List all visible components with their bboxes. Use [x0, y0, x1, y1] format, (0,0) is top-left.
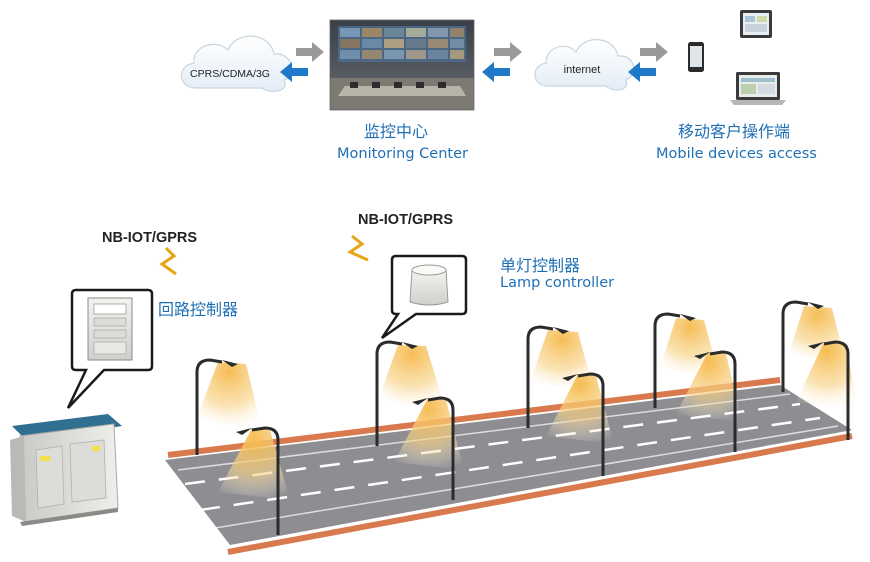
street-lamp: [394, 396, 464, 500]
street-lamp: [546, 372, 614, 476]
substation-kiosk-icon: [10, 414, 122, 526]
street-lamp: [375, 340, 446, 446]
loop-controller-label-cn: 回路控制器: [158, 300, 239, 319]
mobile-access-label-en: Mobile devices access: [656, 146, 817, 162]
arrow-left-icon: [280, 62, 308, 82]
lamp-controller-protocol: NB-IOT/GPRS: [358, 212, 454, 228]
link-arrows-left: [280, 42, 324, 82]
monitoring-center-label-cn: 监控中心: [364, 122, 429, 141]
mobile-access-label-cn: 移动客户操作端: [678, 122, 791, 141]
arrow-right-icon: [640, 42, 668, 62]
arrow-right-icon: [494, 42, 522, 62]
link-arrows-right: [628, 42, 668, 82]
loop-controller-device-icon: [87, 297, 133, 361]
arrow-left-icon: [482, 62, 510, 82]
arrow-right-icon: [296, 42, 324, 62]
loop-controller-protocol: NB-IOT/GPRS: [102, 230, 198, 246]
link-arrows-middle: [482, 42, 522, 82]
tablet-icon: [740, 10, 772, 38]
street-lamp: [796, 340, 858, 440]
laptop-icon: [730, 72, 786, 105]
lamp-controller-callout: [380, 254, 468, 340]
phone-icon: [688, 42, 704, 72]
mobile-devices-icon: [688, 10, 786, 105]
lamp-controller-label-en: Lamp controller: [500, 275, 615, 291]
arrow-left-icon: [628, 62, 656, 82]
street-lamp: [676, 350, 742, 452]
cloud-left-label: CPRS/CDMA/3G: [190, 68, 270, 80]
signal-icon: [346, 234, 369, 262]
monitoring-center-label-en: Monitoring Center: [337, 146, 468, 162]
street-lamp: [195, 358, 262, 455]
lamp-controller-device-icon: [409, 264, 449, 306]
street-lamp: [218, 426, 290, 535]
street-lamps: [195, 300, 858, 535]
cloud-left-icon: CPRS/CDMA/3G: [180, 35, 293, 92]
cloud-right-icon: internet: [534, 39, 635, 91]
loop-controller-callout: [66, 288, 154, 409]
monitoring-center-photo: [329, 19, 475, 111]
cloud-right-label: internet: [564, 64, 601, 76]
signal-icon: [159, 246, 177, 276]
lamp-controller-label-cn: 单灯控制器: [500, 256, 581, 275]
